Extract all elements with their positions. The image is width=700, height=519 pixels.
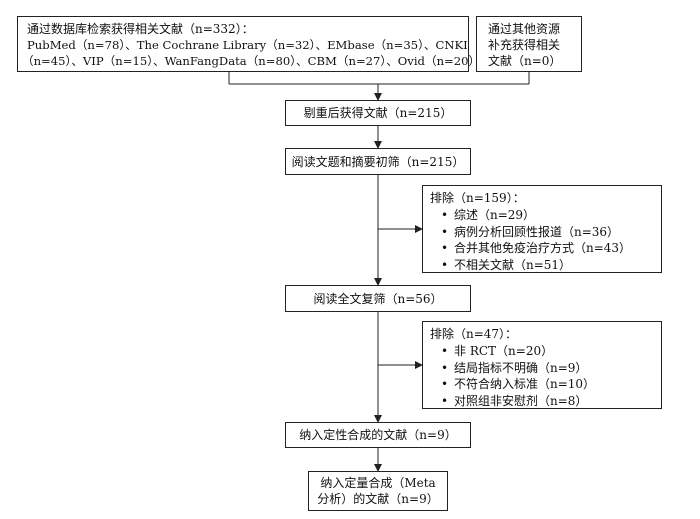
exclusion-2-title: 排除（n=47）：: [430, 327, 518, 341]
exclusion-2-item: 对照组非安慰剂（n=8）: [439, 393, 595, 410]
exclusion-1-list: 综述（n=29） 病例分析回顾性报道（n=36） 合并其他免疫治疗方式（n=43…: [439, 207, 631, 273]
database-search-box: 通过数据库检索获得相关文献（n=332）： PubMed（n=78）、The C…: [17, 16, 480, 72]
exclusion-1-item: 合并其他免疫治疗方式（n=43）: [439, 240, 631, 257]
exclusion-1-item: 综述（n=29）: [439, 207, 631, 224]
exclusion-1-item: 不相关文献（n=51）: [439, 257, 631, 274]
screening-box: 阅读文题和摘要初筛（n=215）: [285, 148, 471, 175]
exclusion-box-1: 排除（n=159）： 综述（n=29） 病例分析回顾性报道（n=36） 合并其他…: [422, 185, 662, 273]
fulltext-text: 阅读全文复筛（n=56）: [313, 292, 443, 306]
quantitative-line-1: 纳入定量合成（Meta: [320, 476, 436, 490]
other-sources-box: 通过其他资源 补充获得相关 文献（n=0）: [476, 16, 582, 72]
quantitative-box: 纳入定量合成（Meta 分析）的文献（n=9）: [308, 471, 448, 511]
exclusion-2-item: 非 RCT（n=20）: [439, 343, 595, 360]
dedup-text: 剔重后获得文献（n=215）: [303, 106, 453, 120]
qualitative-text: 纳入定性合成的文献（n=9）: [299, 428, 457, 442]
qualitative-box: 纳入定性合成的文献（n=9）: [285, 422, 471, 448]
search-line-3: （n=45）、VIP（n=15）、WanFangData（n=80）、CBM（n…: [22, 54, 481, 68]
screening-text: 阅读文题和摘要初筛（n=215）: [291, 155, 465, 169]
fulltext-box: 阅读全文复筛（n=56）: [285, 285, 471, 312]
other-line-3: 文献（n=0）: [488, 54, 562, 68]
exclusion-2-list: 非 RCT（n=20） 结局指标不明确（n=9） 不符合纳入标准（n=10） 对…: [439, 343, 595, 409]
dedup-box: 剔重后获得文献（n=215）: [285, 100, 471, 126]
exclusion-2-item: 不符合纳入标准（n=10）: [439, 376, 595, 393]
other-line-1: 通过其他资源: [488, 22, 561, 36]
exclusion-1-title: 排除（n=159）：: [430, 191, 525, 205]
quantitative-line-2: 分析）的文献（n=9）: [317, 492, 439, 506]
exclusion-2-item: 结局指标不明确（n=9）: [439, 360, 595, 377]
exclusion-box-2: 排除（n=47）： 非 RCT（n=20） 结局指标不明确（n=9） 不符合纳入…: [422, 321, 662, 409]
search-line-2: PubMed（n=78）、The Cochrane Library（n=32）、…: [27, 38, 468, 52]
search-line-1: 通过数据库检索获得相关文献（n=332）：: [27, 22, 254, 36]
exclusion-1-item: 病例分析回顾性报道（n=36）: [439, 224, 631, 241]
other-line-2: 补充获得相关: [488, 38, 561, 52]
